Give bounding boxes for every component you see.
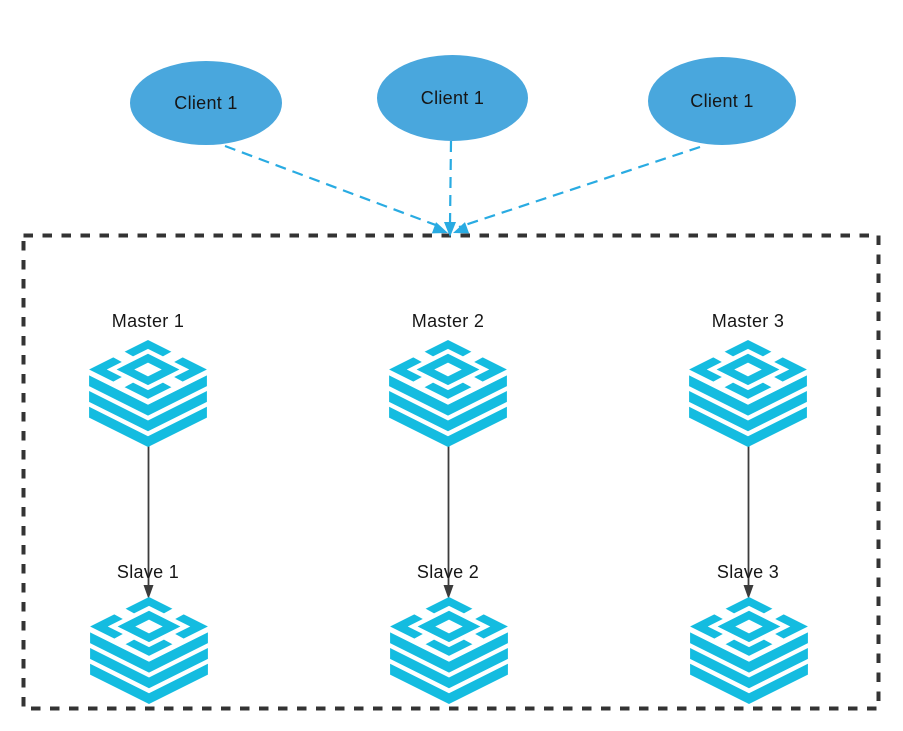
connector-arrowhead [431, 222, 448, 234]
master-3-database-icon [689, 340, 807, 448]
client-node-3: Client 1 [648, 57, 796, 145]
slave-3-database-icon [690, 597, 808, 705]
client-node-label: Client 1 [690, 90, 754, 111]
client-node-1: Client 1 [130, 61, 282, 145]
connector-arrowhead [453, 222, 470, 234]
client-node-label: Client 1 [420, 87, 485, 108]
client-node-2: Client 1 [377, 55, 528, 141]
replication-arrowhead-3 [743, 585, 754, 599]
replication-arrowhead-1 [143, 585, 154, 599]
master-2-database-icon [389, 340, 507, 448]
replication-arrowhead-2 [443, 585, 454, 599]
slave-1-database-icon [90, 597, 208, 705]
cluster-boundary-box [21, 233, 881, 711]
slave-2-database-icon [390, 597, 508, 705]
client2-connector-line [448, 140, 453, 225]
client1-connector-line [224, 144, 442, 229]
client-node-label: Client 1 [174, 92, 238, 113]
client3-connector-line [458, 145, 701, 229]
connector-arrowhead [444, 222, 456, 237]
master-1-database-icon [89, 340, 207, 448]
